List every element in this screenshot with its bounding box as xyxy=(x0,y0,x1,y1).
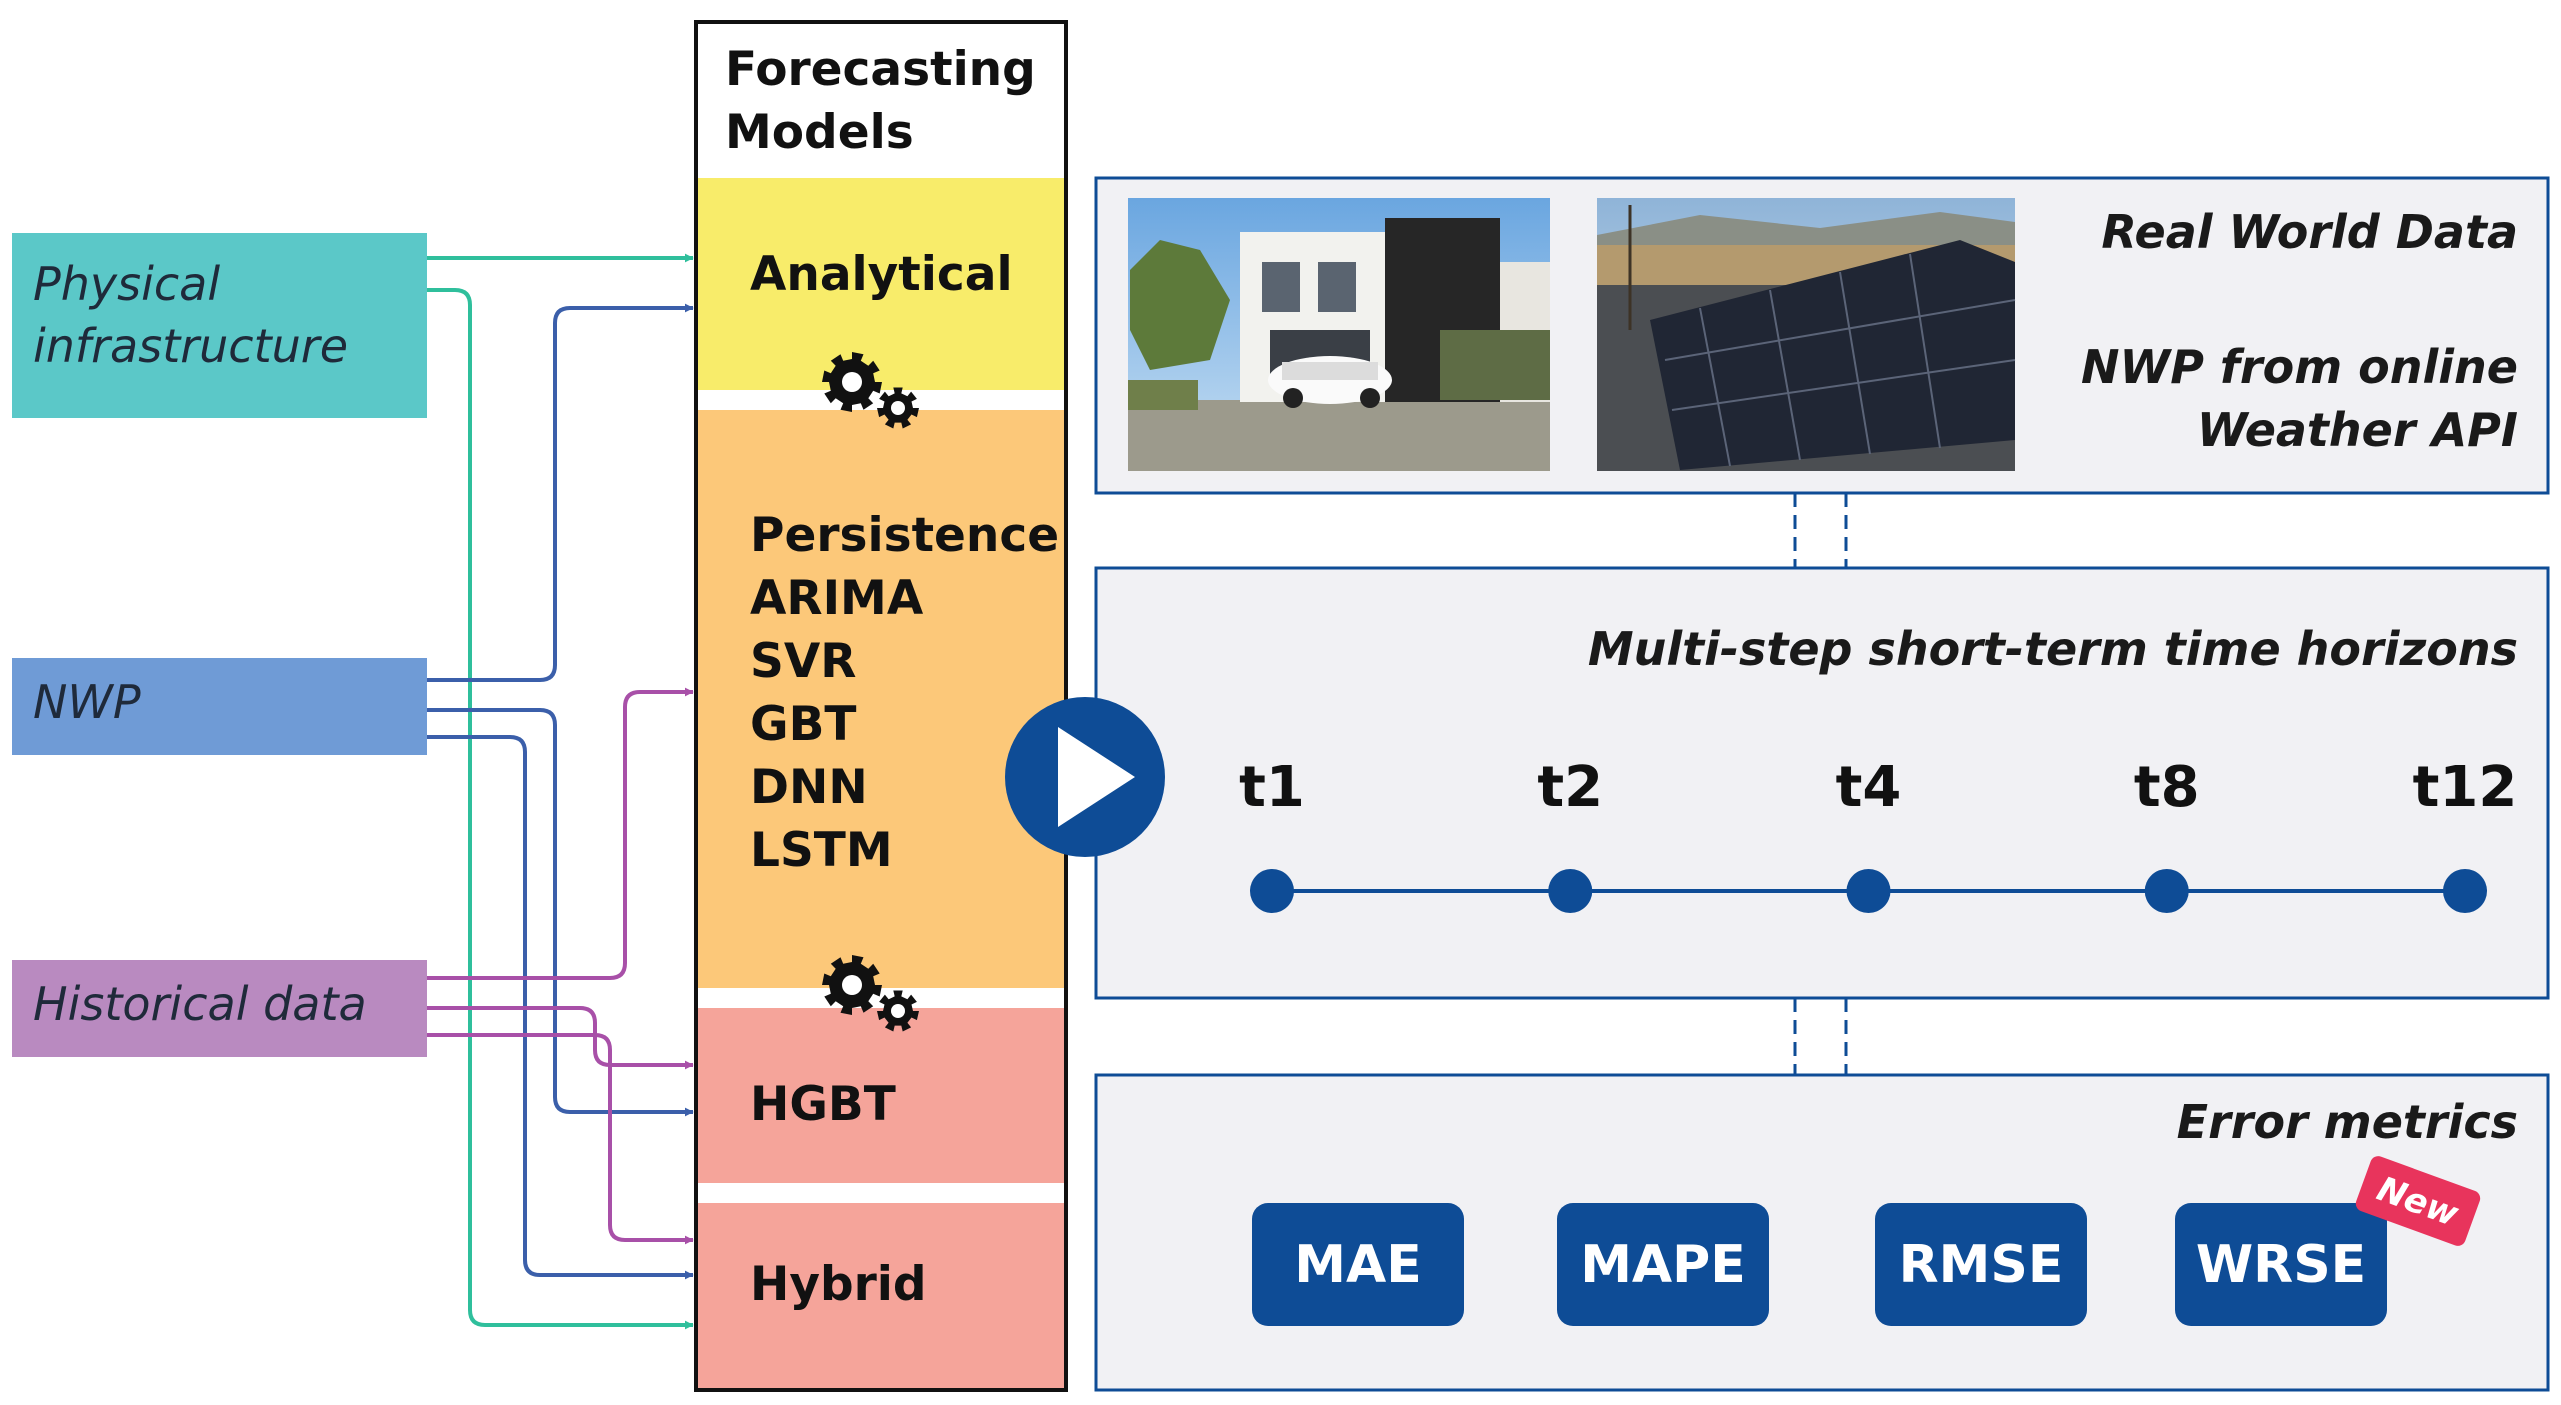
time-horizons-panel: Multi-step short-term time horizons t1 t2… xyxy=(1094,566,2550,1000)
forecasting-models-column: Forecasting Models Analytical Persistenc… xyxy=(694,20,1068,1392)
physical-label-line2: infrastructure xyxy=(33,319,348,373)
horizon-label-t8: t8 xyxy=(2134,755,2200,820)
horizon-label-t4: t4 xyxy=(1836,755,1902,820)
nwp-label: NWP xyxy=(33,675,141,729)
ml-model-arima: ARIMA xyxy=(750,571,924,626)
connector-historical-hybrid xyxy=(427,1033,694,1245)
metric-label-rmse: RMSE xyxy=(1899,1235,2064,1295)
ml-model-svr: SVR xyxy=(750,634,856,689)
ml-model-lstm: LSTM xyxy=(750,823,893,878)
models-header-line2: Models xyxy=(725,105,914,160)
horizon-label-t2: t2 xyxy=(1537,755,1603,820)
nwp-api-label-line1: NWP from online xyxy=(2081,340,2518,394)
historical-label: Historical data xyxy=(33,977,367,1031)
input-historical-data: Historical data xyxy=(12,960,427,1057)
play-icon[interactable] xyxy=(1005,697,1165,857)
horizon-point-t4 xyxy=(1846,869,1891,913)
connector-nwp-analytical xyxy=(427,303,694,682)
metric-button-mape[interactable]: MAPE xyxy=(1557,1203,1769,1326)
hgbt-band xyxy=(698,1008,1064,1183)
connector-physical-hybrid xyxy=(427,288,694,1330)
ml-model-dnn: DNN xyxy=(750,760,868,815)
metric-button-wrse[interactable]: WRSE xyxy=(2175,1203,2387,1326)
panel-links xyxy=(1793,493,1848,1075)
gears-icon-bottom xyxy=(822,955,919,1032)
horizon-point-t8 xyxy=(2144,869,2189,913)
nwp-api-label-line2: Weather API xyxy=(2197,403,2518,457)
ml-model-persistence: Persistence xyxy=(750,508,1059,563)
metric-button-mae[interactable]: MAE xyxy=(1252,1203,1464,1326)
horizon-point-t1 xyxy=(1250,869,1294,913)
metric-label-mae: MAE xyxy=(1294,1235,1422,1295)
hybrid-band xyxy=(698,1203,1064,1388)
house-photo xyxy=(1128,198,1550,471)
metric-label-mape: MAPE xyxy=(1580,1235,1746,1295)
hgbt-label: HGBT xyxy=(750,1077,896,1132)
horizon-label-t1: t1 xyxy=(1239,755,1305,820)
hybrid-label: Hybrid xyxy=(750,1257,927,1312)
input-physical-infrastructure: Physical infrastructure xyxy=(12,233,427,418)
ml-model-gbt: GBT xyxy=(750,697,856,752)
models-header-line1: Forecasting xyxy=(725,42,1036,97)
error-metrics-title: Error metrics xyxy=(2177,1095,2518,1149)
connector-nwp-hgbt xyxy=(427,708,694,1117)
input-nwp: NWP xyxy=(12,658,427,755)
horizon-point-t2 xyxy=(1548,869,1593,913)
analytical-label: Analytical xyxy=(750,247,1013,302)
metric-button-rmse[interactable]: RMSE xyxy=(1875,1203,2087,1326)
real-world-data-label: Real World Data xyxy=(2101,205,2518,259)
solar-panels-photo xyxy=(1597,198,2016,471)
real-world-data-panel: Real World Data NWP from online Weather … xyxy=(1094,176,2550,495)
gears-icon-top xyxy=(822,352,919,429)
metric-label-wrse: WRSE xyxy=(2196,1235,2366,1295)
horizons-title: Multi-step short-term time horizons xyxy=(1588,622,2518,676)
ml-band xyxy=(698,410,1064,988)
horizon-point-t12 xyxy=(2443,869,2487,913)
horizon-label-t12: t12 xyxy=(2413,755,2518,820)
connectors xyxy=(427,253,694,1330)
analytical-band xyxy=(698,178,1064,390)
connector-historical-ml xyxy=(427,687,694,980)
physical-label-line1: Physical xyxy=(33,257,220,311)
